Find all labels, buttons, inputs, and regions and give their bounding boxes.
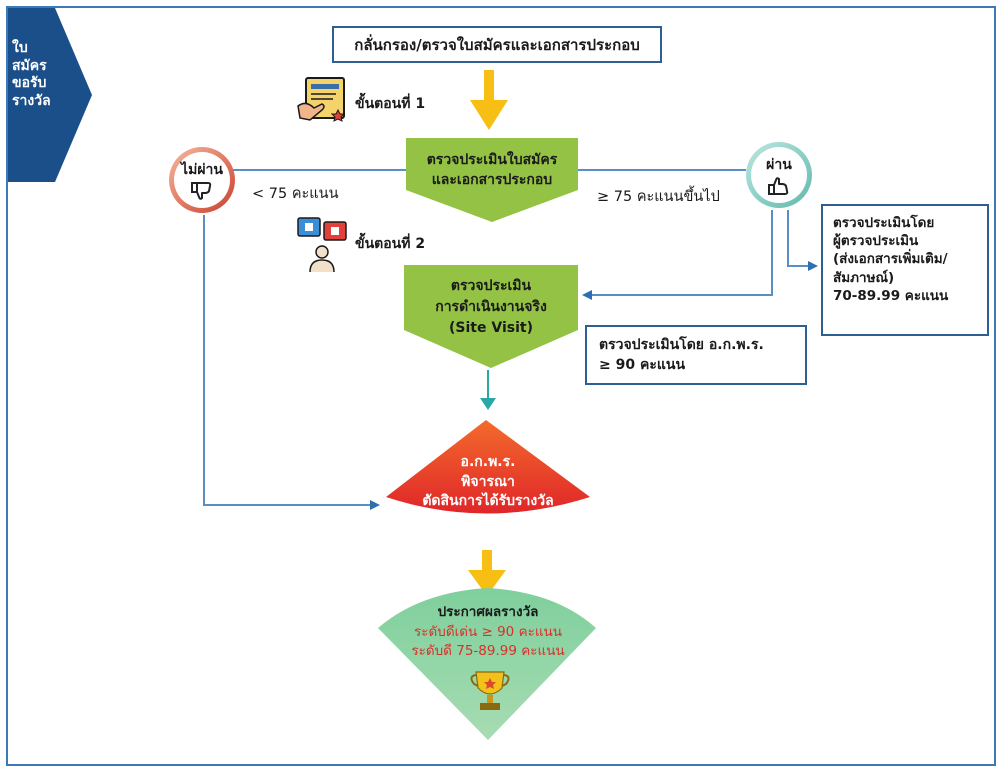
committee-line: ≥ 90 คะแนน [599, 356, 686, 373]
announce-shape [378, 588, 596, 740]
announce-good: ระดับดี 75-89.99 คะแนน [411, 643, 565, 660]
application-ribbon [8, 8, 92, 182]
flowchart-canvas [8, 8, 818, 740]
committee-line: ตรวจประเมินโดย อ.ก.พ.ร. [599, 337, 764, 353]
evaluate-application-shape [406, 138, 578, 222]
step-2-label: ขั้นตอนที่ 2 [355, 236, 426, 252]
yellow-arrow-top [470, 70, 508, 130]
site-visit-line: ตรวจประเมิน [450, 278, 532, 294]
site-visit-line: (Site Visit) [449, 320, 533, 336]
pass-circle [746, 142, 812, 208]
announce-excellent: ระดับดีเด่น ≥ 90 คะแนน [413, 623, 563, 640]
decision-line: พิจารณา [461, 473, 515, 490]
committee-box: ตรวจประเมินโดย อ.ก.พ.ร. ≥ 90 คะแนน [585, 325, 807, 385]
yellow-arrow-bottom [468, 550, 506, 596]
decision-shape [386, 420, 590, 514]
feedback-people-icon [297, 217, 347, 273]
fail-label: ไม่ผ่าน [181, 162, 223, 178]
site-visit-line: การดำเนินงานจริง [435, 299, 547, 315]
ribbon-line: ขอรับ [12, 75, 47, 91]
ribbon-line: สมัคร [12, 57, 47, 74]
evaluate-line: และเอกสารประกอบ [431, 172, 553, 189]
decision-line: ตัดสินการได้รับรางวัล [422, 493, 554, 510]
screening-text: กลั่นกรอง/ตรวจใบสมัครและเอกสารประกอบ [354, 35, 640, 54]
ribbon-text: ใบ สมัคร ขอรับ รางวัล [12, 40, 51, 110]
assessor-line: สัมภาษณ์) [833, 269, 895, 286]
decision-line: อ.ก.พ.ร. [460, 454, 516, 470]
evaluate-application-text: ตรวจประเมินใบสมัคร และเอกสารประกอบ [406, 150, 578, 191]
teal-arrow [480, 370, 496, 410]
assessor-line: ผู้ตรวจประเมิน [833, 233, 919, 250]
evaluate-line: ตรวจประเมินใบสมัคร [426, 152, 558, 168]
announce-text: ประกาศผลรางวัล ระดับดีเด่น ≥ 90 คะแนน ระ… [388, 603, 588, 662]
pass-label: ผ่าน [766, 157, 792, 173]
document-hand-icon [297, 77, 346, 122]
assessor-line: 70-89.99 คะแนน [833, 287, 949, 304]
step-1-label: ขั้นตอนที่ 1 [355, 96, 426, 112]
pass-condition: ≥ 75 คะแนนขึ้นไป [597, 189, 720, 205]
fail-circle [169, 147, 235, 213]
ribbon-line: รางวัล [12, 92, 51, 109]
assessor-line: (ส่งเอกสารเพิ่มเติม/ [833, 251, 948, 268]
site-visit-text: ตรวจประเมิน การดำเนินงานจริง (Site Visit… [404, 276, 578, 339]
decision-text: อ.ก.พ.ร. พิจารณา ตัดสินการได้รับรางวัล [396, 453, 580, 512]
site-visit-shape [404, 265, 578, 368]
ribbon-line: ใบ [12, 40, 28, 56]
fail-condition: < 75 คะแนน [252, 186, 339, 202]
thumbs-down-icon [191, 182, 212, 200]
screening-box: กลั่นกรอง/ตรวจใบสมัครและเอกสารประกอบ [332, 26, 662, 63]
trophy-icon [470, 671, 510, 710]
thumbs-up-icon [768, 177, 789, 195]
announce-title: ประกาศผลรางวัล [437, 604, 539, 620]
assessor-box: ตรวจประเมินโดย ผู้ตรวจประเมิน (ส่งเอกสาร… [821, 204, 989, 336]
assessor-line: ตรวจประเมินโดย [833, 215, 935, 231]
